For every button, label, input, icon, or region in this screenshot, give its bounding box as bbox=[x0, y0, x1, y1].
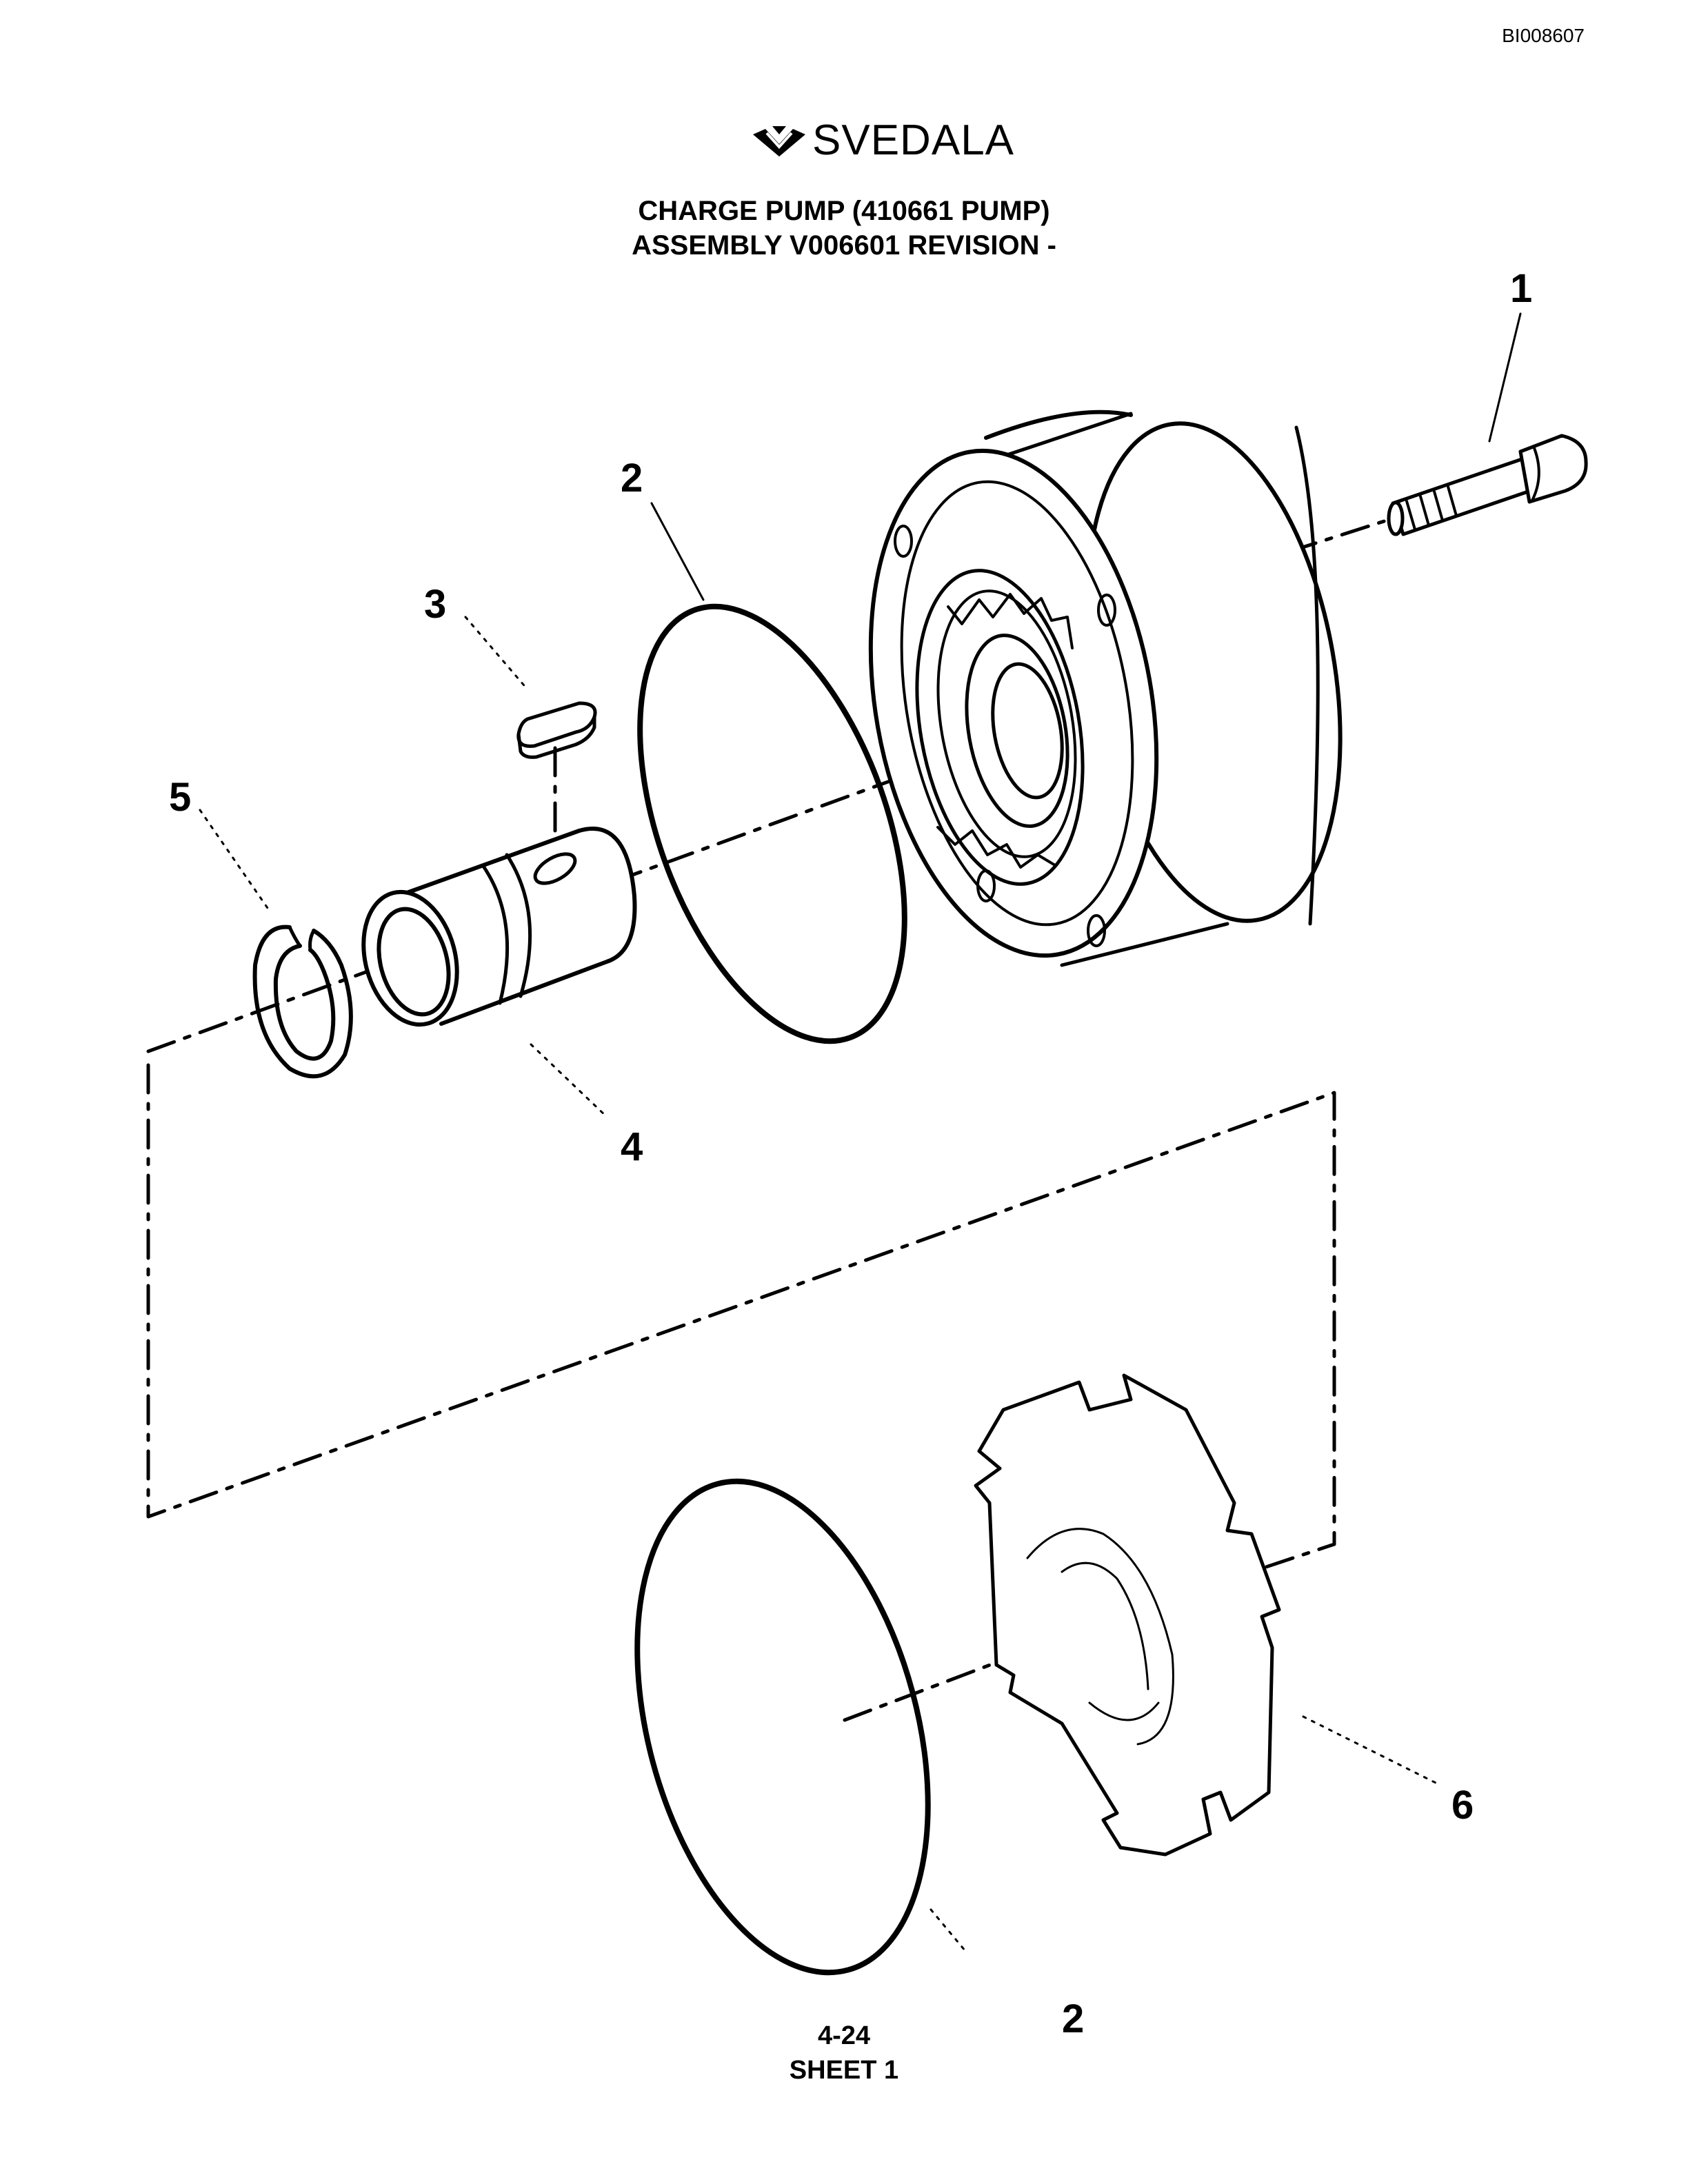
pump-housing bbox=[868, 410, 1343, 967]
callout-2-bottom: 2 bbox=[1062, 1996, 1085, 2041]
callout-1: 1 bbox=[1510, 266, 1533, 311]
leader-5 bbox=[199, 809, 270, 911]
centerline-bolt bbox=[1287, 516, 1395, 554]
part-2-o-ring-top bbox=[637, 603, 907, 1044]
leader-3 bbox=[464, 616, 529, 691]
svedala-logo-icon bbox=[753, 125, 805, 156]
callout-3: 3 bbox=[424, 582, 447, 627]
part-5-retaining-ring bbox=[252, 924, 353, 1079]
centerline-lower bbox=[843, 1604, 1147, 1722]
leader-4 bbox=[530, 1043, 608, 1118]
sheet-label: SHEET 1 bbox=[789, 2056, 899, 2085]
svedala-logo: SVEDALA bbox=[752, 116, 1014, 165]
part-2-o-ring-bottom bbox=[634, 1478, 931, 1976]
part-6-wear-plate bbox=[974, 1373, 1281, 1857]
document-id: BI008607 bbox=[1502, 25, 1585, 46]
diagram-subtitle: ASSEMBLY V006601 REVISION - bbox=[632, 230, 1056, 261]
callout-5: 5 bbox=[169, 775, 192, 820]
part-3-key bbox=[516, 701, 597, 759]
callout-2-top: 2 bbox=[621, 456, 643, 501]
logo-text: SVEDALA bbox=[812, 117, 1015, 164]
leader-2-top bbox=[650, 502, 705, 601]
leader-1 bbox=[1488, 312, 1522, 443]
centerline-loop bbox=[146, 1063, 1336, 1570]
leader-2-bottom bbox=[930, 1908, 967, 1952]
callout-4: 4 bbox=[621, 1124, 643, 1169]
leader-6 bbox=[1302, 1715, 1443, 1787]
part-4-sleeve bbox=[361, 827, 637, 1027]
page-number: 4-24 bbox=[817, 2021, 871, 2050]
callout-6: 6 bbox=[1451, 1783, 1474, 1828]
part-1-cap-screw bbox=[1387, 434, 1588, 536]
diagram-title: CHARGE PUMP (410661 PUMP) bbox=[638, 196, 1050, 226]
